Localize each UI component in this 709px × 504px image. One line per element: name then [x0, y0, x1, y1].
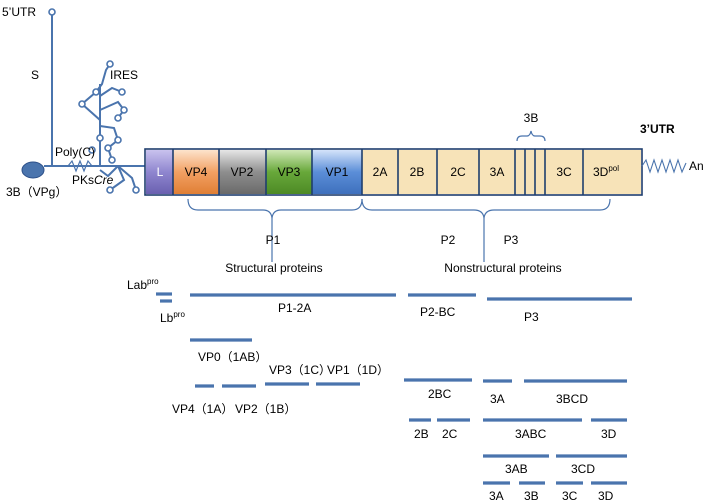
label-3cd: 3CD	[571, 462, 595, 476]
label-p2-bc: P2-BC	[420, 305, 456, 319]
label-3b-final: 3B	[524, 489, 539, 503]
bracket-p2-p3	[361, 198, 611, 219]
label-p1: P1	[266, 233, 281, 247]
label-structural-proteins: Structural proteins	[225, 261, 322, 275]
region-brackets	[187, 198, 611, 262]
loop-node	[108, 156, 116, 164]
segment-label-L: L	[157, 165, 164, 179]
poly-a-tail	[641, 158, 687, 174]
bracket-3b	[516, 130, 546, 142]
label-vp3: VP3（1C）	[269, 363, 331, 377]
label-ires: IRES	[110, 68, 138, 82]
segment-label-3A: 3A	[490, 165, 505, 179]
vpg-oval	[21, 161, 45, 179]
label-labpro: Labpro	[127, 277, 159, 292]
label-p1-2a: P1-2A	[278, 301, 311, 315]
polyc-zigzag	[67, 159, 93, 173]
loop-node	[114, 114, 122, 122]
product-bars	[156, 292, 632, 485]
segment-VP1	[312, 150, 362, 194]
segment-VP2	[219, 150, 266, 194]
label-p2: P2	[441, 233, 456, 247]
loop-node	[96, 134, 104, 142]
rna-node-circles	[48, 8, 140, 194]
segment-label-VP4: VP4	[185, 165, 208, 179]
label-pks-cre: PKsCre	[72, 173, 114, 187]
label-p3-product: P3	[524, 310, 539, 324]
loop-node	[106, 186, 114, 194]
label-3utr: 3’UTR	[640, 122, 675, 136]
ires-branch	[99, 100, 126, 119]
segment-label-VP1: VP1	[326, 165, 349, 179]
pk-cre-branch	[117, 165, 137, 191]
loop-node	[104, 144, 112, 152]
loop-node	[92, 88, 100, 96]
label-3ab: 3AB	[505, 462, 528, 476]
loop-node	[106, 60, 114, 68]
label-2c: 2C	[442, 427, 458, 441]
label-3bcd: 3BCD	[556, 392, 588, 406]
label-an: An	[689, 159, 704, 173]
ires-branch	[99, 125, 120, 161]
label-5utr: 5’UTR	[2, 5, 36, 19]
label-3a-top: 3A	[490, 392, 505, 406]
label-vp0: VP0（1AB）	[198, 350, 267, 364]
bracket-p1	[187, 198, 363, 219]
label-3a-final: 3A	[489, 489, 504, 503]
region-labels: P1 P2 P3 Structural proteins Nonstructur…	[225, 233, 561, 275]
label-3d-final: 3D	[598, 489, 614, 503]
segment-L	[146, 150, 173, 194]
label-3abc: 3ABC	[515, 427, 547, 441]
segment-label-2A: 2A	[373, 165, 388, 179]
label-p3: P3	[504, 233, 519, 247]
pk-cre-branch	[109, 165, 126, 191]
segment-label-2B: 2B	[410, 165, 425, 179]
product-labels: Labpro Lbpro P1-2A P2-BC P3 VP0（1AB） VP3…	[127, 277, 617, 503]
loop-node	[114, 136, 122, 144]
segment-VP4	[173, 150, 219, 194]
label-3d-mid: 3D	[601, 427, 617, 441]
ires-branch	[80, 63, 111, 121]
segment-label-2C: 2C	[450, 165, 466, 179]
segment-label-VP2: VP2	[231, 165, 254, 179]
loop-node	[118, 88, 126, 96]
genome-box: L VP4 VP2 VP3 VP1 2A 2B 2C 3A 3C 3Dpol	[144, 148, 643, 196]
label-2bc: 2BC	[428, 387, 452, 401]
rna-5prime-structure	[44, 14, 145, 191]
rna-labels: 5’UTR S IRES Poly(C) PKsCre 3B（VPg） 3’UT…	[2, 5, 704, 199]
label-nonstructural-proteins: Nonstructural proteins	[444, 261, 561, 275]
label-vp2: VP2（1B）	[235, 402, 296, 416]
segment-VP3	[266, 150, 312, 194]
label-s: S	[31, 68, 39, 82]
label-3b: 3B	[524, 111, 539, 125]
pk-cre-branch	[99, 165, 119, 178]
loop-node	[88, 146, 96, 154]
label-3c-final: 3C	[562, 489, 578, 503]
segment-label-VP3: VP3	[278, 165, 301, 179]
loop-node	[78, 100, 86, 108]
label-polyc: Poly(C)	[55, 145, 95, 159]
segment-dividers	[172, 149, 584, 195]
loop-node	[120, 106, 128, 114]
label-2b: 2B	[414, 427, 429, 441]
segment-label-3D: 3Dpol	[593, 164, 619, 179]
loop-node	[48, 8, 56, 16]
label-vp4: VP4（1A）	[172, 402, 233, 416]
label-vp1: VP1（1D）	[327, 363, 389, 377]
loop-node	[132, 186, 140, 194]
segment-labels: L VP4 VP2 VP3 VP1 2A 2B 2C 3A 3C 3Dpol	[157, 164, 620, 179]
label-lbpro: Lbpro	[160, 310, 185, 325]
segment-nonstructural	[362, 150, 641, 194]
segment-label-3C: 3C	[556, 165, 572, 179]
label-vpg: 3B（VPg）	[6, 185, 67, 199]
